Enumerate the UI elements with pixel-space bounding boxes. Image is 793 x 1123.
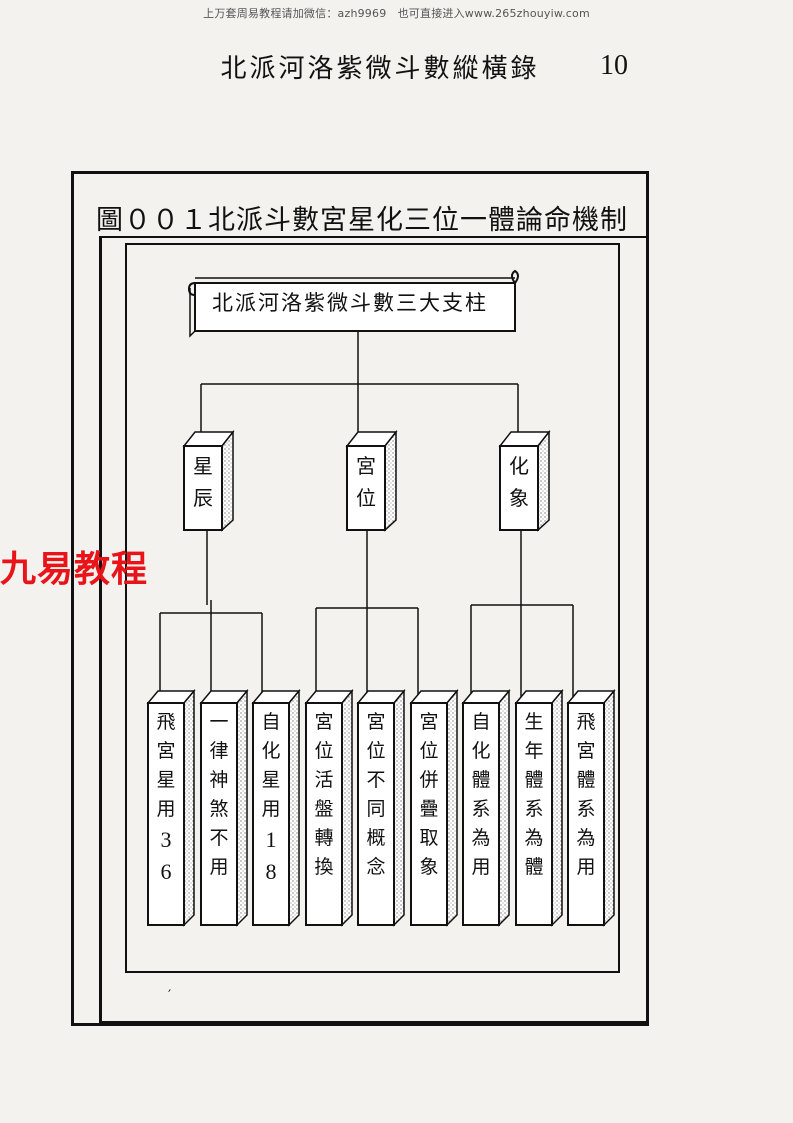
inner-frame [99,236,647,1024]
leaf-label: 生年體系為體 [516,713,552,887]
leaf-char: 化 [261,740,281,762]
pillar-box-huaxiang [498,429,551,532]
leaf-char: 為 [524,827,544,849]
leaf-char: 轉 [314,827,334,849]
leaf-char: 活 [314,769,334,791]
leaf-char: 年 [524,740,544,762]
innermost-frame [125,243,620,973]
leaf-char: 為 [576,827,596,849]
leaf-label: 飛宮星用 3 6 [148,713,184,893]
leaf-char: 系 [576,798,596,820]
pillar-char: 宮 [356,454,376,478]
leaf-char: 系 [524,798,544,820]
leaf-char: 位 [366,740,386,762]
leaf-char: 盤 [314,798,334,820]
leaf-box [514,688,564,927]
pillar-label: 星辰 [184,456,222,520]
leaf-box [461,688,511,927]
leaf-char: 位 [419,740,439,762]
leaf-box [146,688,196,927]
pillar-label: 化象 [500,456,538,520]
leaf-char: 1 [265,827,277,852]
leaf-char: 體 [576,769,596,791]
leaf-char: 念 [366,856,386,878]
leaf-char: 併 [419,769,439,791]
pillar-box-gongwei [345,429,398,532]
root-connectors [200,331,519,437]
leaf-char: 體 [471,769,491,791]
pillar-char: 化 [509,454,529,478]
figure-title: 圖００１北派斗數宮星化三位一體論命機制 [96,205,628,236]
leaf-char: 煞 [209,798,229,820]
root-banner-label: 北派河洛紫微斗數三大支柱 [212,291,488,315]
leaf-char: 用 [261,798,281,820]
pillar-char: 星 [193,454,213,478]
leaf-char: 星 [156,769,176,791]
leaf-char: 自 [471,711,491,733]
leaf-char: 體 [524,769,544,791]
leaf-char: 象 [419,856,439,878]
leaf-char: 不 [209,827,229,849]
leaf-char: 生 [524,711,544,733]
leaf-char: 為 [471,827,491,849]
leaf-label: 自化星用 1 8 [253,713,289,893]
leaf-char: 不 [366,769,386,791]
root-banner [187,269,519,338]
leaf-char: 用 [471,856,491,878]
leaf-char: 位 [314,740,334,762]
leaf-label: 一律神煞不用 [201,713,237,887]
leaf-box [304,688,354,927]
watermark-logo: 九易教程 [0,549,149,590]
leaf-char: 神 [209,769,229,791]
leaf-char: 換 [314,856,334,878]
leaf-char: 飛 [156,711,176,733]
leaf-char: 概 [366,827,386,849]
pillar-label: 宮位 [347,456,385,520]
leaf-box [566,688,616,927]
outer-frame [71,171,649,1026]
top-note: 上万套周易教程请加微信：azh9969 也可直接进入www.265zhouyiw… [203,7,590,20]
leaf-char: 取 [419,827,439,849]
leaf-char: 用 [156,798,176,820]
stray-mark: ′ [168,988,172,1004]
pillar-char: 位 [356,486,376,510]
leaf-label: 自化體系為用 [463,713,499,887]
leaf-label: 宮位活盤轉換 [306,713,342,887]
leaf-char: 自 [261,711,281,733]
leaf-char: 體 [524,856,544,878]
leaf-char: 宮 [366,711,386,733]
leaf-char: 化 [471,740,491,762]
leaf-char: 疊 [419,798,439,820]
leaf-box [251,688,301,927]
leaf-char: 星 [261,769,281,791]
pillar-box-xingchen [182,429,235,532]
pillar-connectors [159,527,574,697]
leaf-char: 飛 [576,711,596,733]
leaf-char: 用 [576,856,596,878]
leaf-label: 飛宮體系為用 [568,713,604,887]
leaf-char: 系 [471,798,491,820]
leaf-char: 一 [209,711,229,733]
leaf-char: 同 [366,798,386,820]
leaf-char: 3 [160,827,172,852]
leaf-box [409,688,459,927]
leaf-char: 宮 [314,711,334,733]
leaf-boxes [146,688,616,927]
leaf-box [356,688,406,927]
page-number: 10 [600,50,628,81]
leaf-label: 宮位併疊取象 [411,713,447,887]
leaf-box [199,688,249,927]
pillar-char: 辰 [193,486,213,510]
pillar-char: 象 [509,486,529,510]
leaf-char: 用 [209,856,229,878]
leaf-char: 律 [209,740,229,762]
leaf-char: 宮 [576,740,596,762]
leaf-char: 6 [160,859,172,884]
leaf-label: 宮位不同概念 [358,713,394,887]
book-title: 北派河洛紫微斗數縱橫錄 [220,54,540,84]
leaf-char: 宮 [419,711,439,733]
leaf-char: 8 [265,859,277,884]
leaf-char: 宮 [156,740,176,762]
